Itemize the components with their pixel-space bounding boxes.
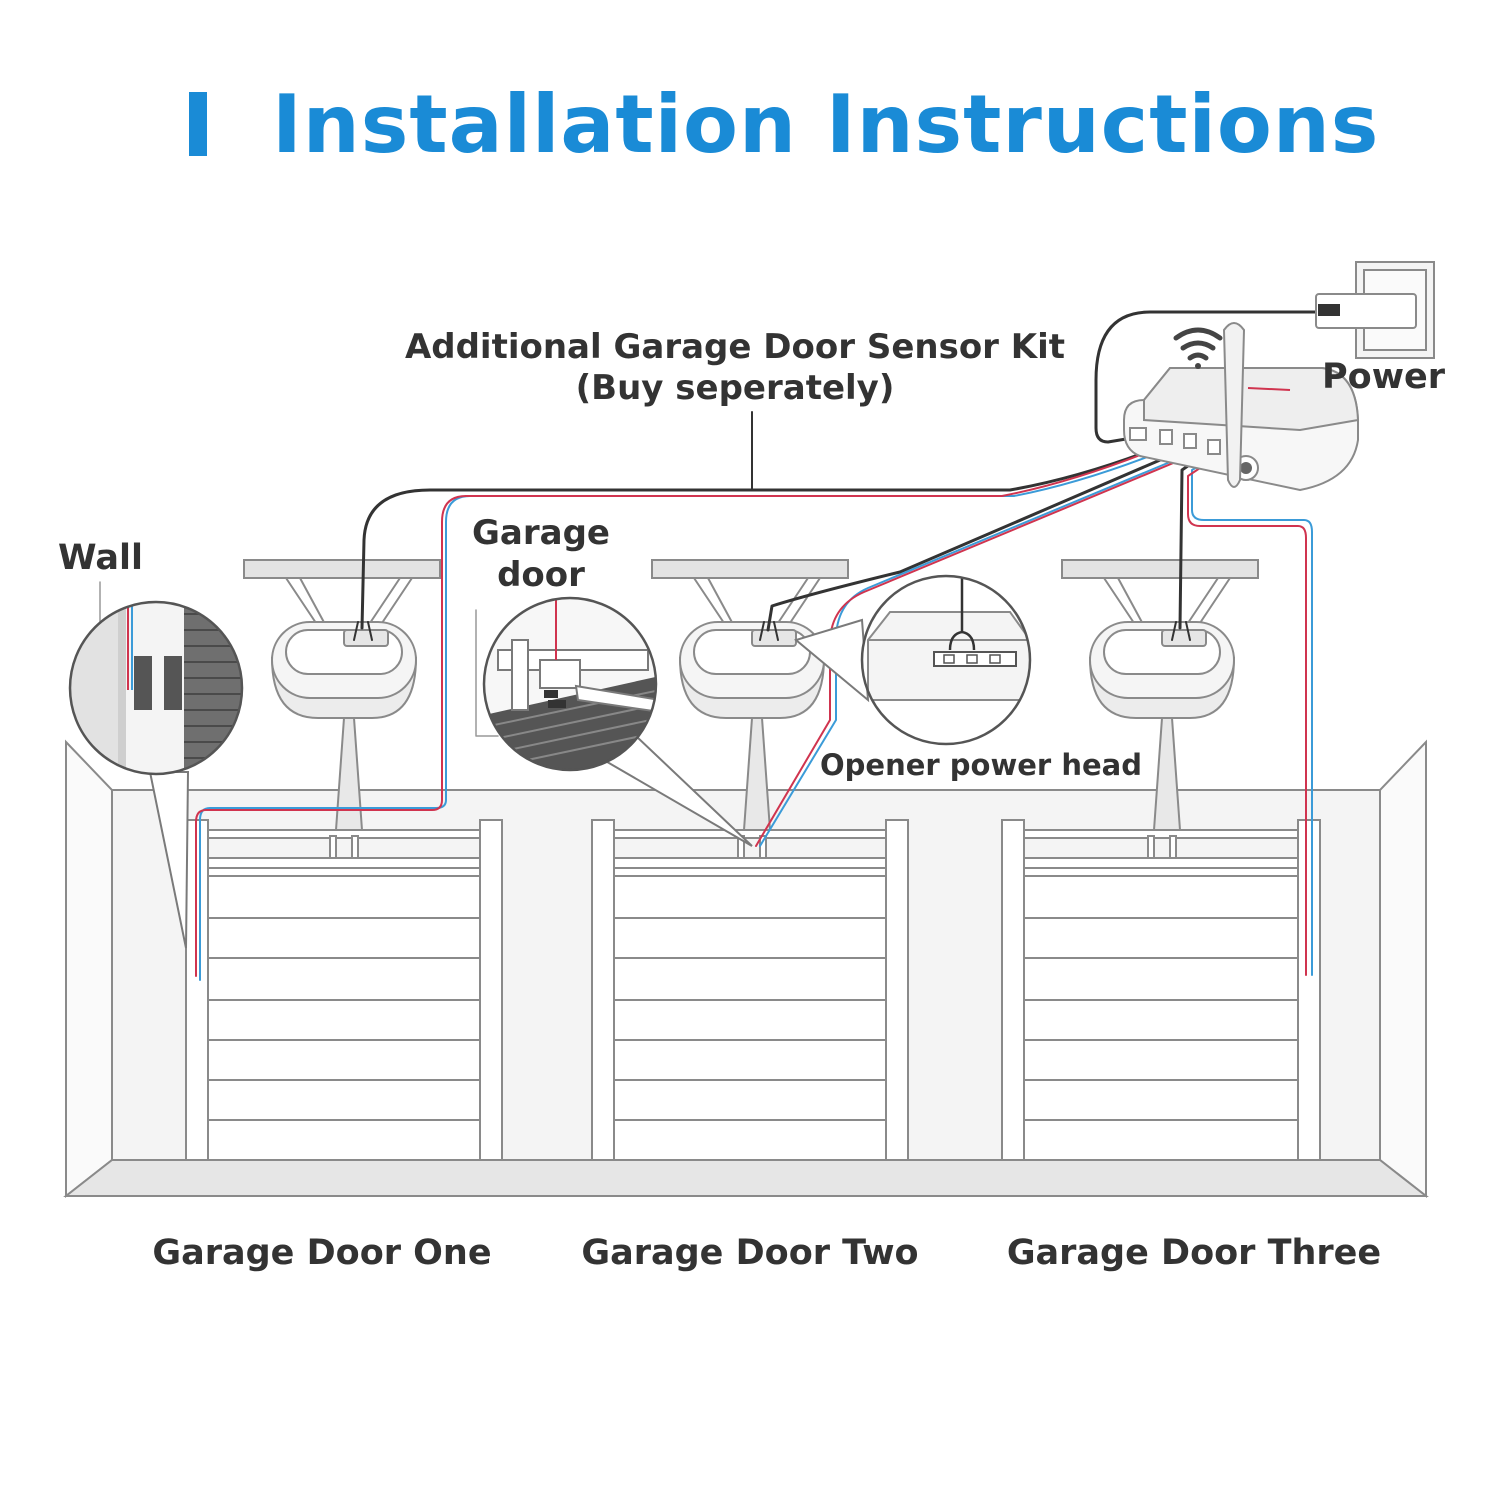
wall-label: Wall	[58, 538, 143, 578]
garage-door-3	[1001, 819, 1321, 1161]
sensor-kit-label-line2: (Buy seperately)	[575, 367, 895, 408]
title-accent-bar	[189, 92, 207, 156]
power-adapter-icon	[1315, 261, 1435, 359]
garage-door-callout	[482, 596, 753, 847]
hub-device	[1123, 322, 1360, 492]
wifi-icon	[1173, 327, 1223, 369]
page-title: Installation Instructions	[272, 78, 1380, 171]
wall-callout	[68, 600, 244, 949]
garage-door-label-line1: Garage	[472, 513, 610, 553]
opener-power-head-label: Opener power head	[820, 748, 1142, 782]
door-label-one: Garage Door One	[152, 1233, 492, 1273]
power-label: Power	[1322, 357, 1446, 397]
opener-power-head-1	[243, 559, 441, 831]
wiring	[99, 310, 1320, 981]
garage-door-1	[185, 819, 503, 1161]
opener-power-head-3	[1061, 559, 1259, 831]
garage-door-label: Garage door	[462, 512, 620, 596]
opener-head-callout	[793, 574, 1032, 746]
sensor-kit-label-line1: Additional Garage Door Sensor Kit	[404, 327, 1066, 367]
sensor-kit-label: Additional Garage Door Sensor Kit (Buy s…	[380, 327, 1090, 409]
door-label-three: Garage Door Three	[1006, 1233, 1382, 1273]
garage-door-label-line2: door	[497, 555, 585, 595]
garage-door-2	[591, 819, 909, 1161]
opener-power-head-2	[651, 559, 849, 831]
door-label-two: Garage Door Two	[581, 1233, 919, 1273]
